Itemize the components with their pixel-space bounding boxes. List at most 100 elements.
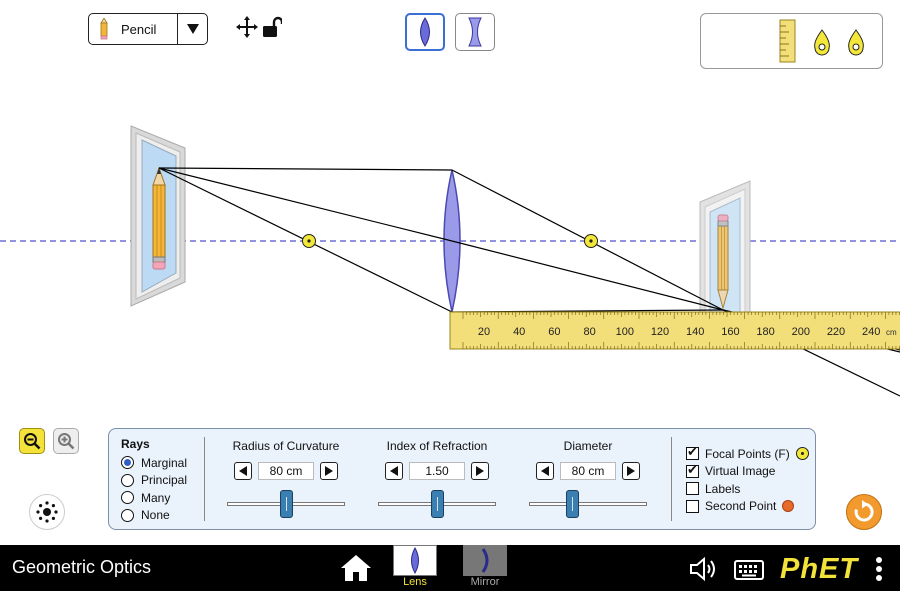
toolbox — [700, 13, 883, 69]
checkbox-virtual-image[interactable]: ✔ Virtual Image — [686, 463, 814, 481]
index-slider[interactable] — [372, 490, 502, 518]
radius-slider-thumb[interactable] — [279, 490, 293, 518]
control-panel: Rays Marginal Principal Many None Radius… — [108, 428, 816, 530]
object-dropdown[interactable]: Pencil — [88, 13, 208, 45]
lens-screen-icon — [411, 546, 419, 575]
phet-menu-button[interactable] — [876, 557, 884, 581]
ray-option-label: Marginal — [141, 455, 188, 470]
convex-lens-icon — [420, 17, 430, 47]
ray-option-marginal[interactable]: Marginal — [121, 454, 211, 472]
diameter-value: 80 cm — [560, 462, 616, 480]
index-slider-thumb[interactable] — [430, 490, 444, 518]
position-marker-icon[interactable] — [814, 29, 830, 56]
ruler-tick-label: 40 — [513, 326, 525, 338]
speaker-icon — [690, 556, 715, 582]
zoom-out-button[interactable] — [19, 428, 45, 454]
pencil-icon — [89, 14, 119, 44]
focal-point-icon — [795, 447, 809, 461]
radius-increment-button[interactable] — [320, 462, 338, 480]
ray-option-principal[interactable]: Principal — [121, 472, 211, 490]
checkbox-focal-points[interactable]: ✔ Focal Points (F) — [686, 445, 814, 463]
ruler-tick-label: 120 — [651, 326, 669, 338]
rays-group: Rays Marginal Principal Many None — [121, 437, 211, 524]
radio-button[interactable] — [121, 508, 134, 522]
screen-button-mirror[interactable]: Mirror — [463, 545, 507, 591]
reset-all-button[interactable] — [846, 494, 882, 530]
ray-option-label: None — [141, 508, 170, 523]
checkbox[interactable] — [686, 482, 699, 496]
phet-logo-text: PhET — [780, 553, 859, 585]
zoom-in-button[interactable] — [53, 428, 79, 454]
phet-logo[interactable]: PhET — [780, 553, 858, 585]
ruler-unit: cm — [886, 328, 897, 337]
radius-label: Radius of Curvature — [232, 439, 340, 453]
radio-button[interactable] — [121, 456, 134, 470]
left-arrow-icon — [390, 466, 398, 476]
menu-dot-icon — [876, 566, 882, 572]
diameter-slider-thumb[interactable] — [565, 490, 579, 518]
navigation-bar: Geometric Optics Lens Mirror — [0, 545, 900, 591]
radio-button[interactable] — [121, 491, 134, 505]
brightness-button[interactable] — [29, 494, 65, 530]
diameter-slider[interactable] — [523, 490, 653, 518]
screen-button-lens[interactable]: Lens — [393, 545, 437, 591]
checkbox-label: Focal Points (F) — [705, 446, 790, 461]
ruler-tick-label: 240 — [862, 326, 880, 338]
keyboard-icon — [734, 560, 764, 580]
ruler-tool-icon[interactable] — [779, 19, 796, 63]
focal-point-right[interactable] — [584, 234, 598, 248]
concave-lens-icon — [468, 17, 482, 47]
index-value: 1.50 — [409, 462, 465, 480]
move-arrows-icon[interactable] — [236, 15, 258, 43]
radio-button[interactable] — [121, 473, 134, 487]
checkbox-labels[interactable]: Labels — [686, 480, 814, 498]
diameter-control: Diameter 80 cm — [523, 439, 653, 518]
home-button[interactable] — [340, 554, 372, 582]
checkbox-label: Virtual Image — [705, 464, 776, 479]
concave-lens-button[interactable] — [455, 13, 495, 51]
diameter-decrement-button[interactable] — [536, 462, 554, 480]
dropdown-arrow-icon[interactable] — [177, 14, 207, 44]
index-control: Index of Refraction 1.50 — [372, 439, 502, 518]
divider — [204, 437, 205, 521]
right-arrow-icon — [325, 466, 333, 476]
checkbox[interactable]: ✔ — [686, 444, 699, 461]
index-increment-button[interactable] — [471, 462, 489, 480]
convex-lens-button[interactable] — [405, 13, 445, 51]
divider — [671, 437, 672, 521]
rays-title: Rays — [121, 437, 150, 451]
index-decrement-button[interactable] — [385, 462, 403, 480]
ruler-tick-label: 20 — [478, 326, 490, 338]
keyboard-help-button[interactable] — [734, 560, 764, 580]
checkbox[interactable]: ✔ — [686, 461, 699, 478]
zoom-out-icon — [24, 433, 41, 450]
checkbox-label: Labels — [705, 481, 741, 496]
checkbox-label: Second Point — [705, 499, 777, 514]
radius-decrement-button[interactable] — [234, 462, 252, 480]
checkbox-second-point[interactable]: Second Point — [686, 498, 814, 516]
home-icon — [341, 555, 371, 581]
checkbox[interactable] — [686, 499, 699, 513]
radius-slider[interactable] — [221, 490, 351, 518]
screen-label: Lens — [403, 576, 427, 588]
index-label: Index of Refraction — [386, 439, 488, 453]
sound-button[interactable] — [689, 556, 719, 582]
reset-icon — [854, 500, 874, 522]
mirror-screen-icon — [481, 548, 489, 573]
diameter-increment-button[interactable] — [622, 462, 640, 480]
position-marker-2-icon[interactable] — [848, 29, 864, 56]
second-point-icon — [782, 500, 795, 513]
unlock-icon[interactable] — [262, 16, 284, 43]
ruler-tick-label: 180 — [756, 326, 774, 338]
object-dropdown-label: Pencil — [121, 21, 157, 37]
ruler-tick-label: 80 — [583, 326, 595, 338]
ray-option-many[interactable]: Many — [121, 489, 211, 507]
radius-value: 80 cm — [258, 462, 314, 480]
ray-option-none[interactable]: None — [121, 507, 211, 525]
sim-title: Geometric Optics — [12, 557, 152, 577]
focal-point-left[interactable] — [302, 234, 316, 248]
object-pencil[interactable] — [152, 166, 166, 270]
